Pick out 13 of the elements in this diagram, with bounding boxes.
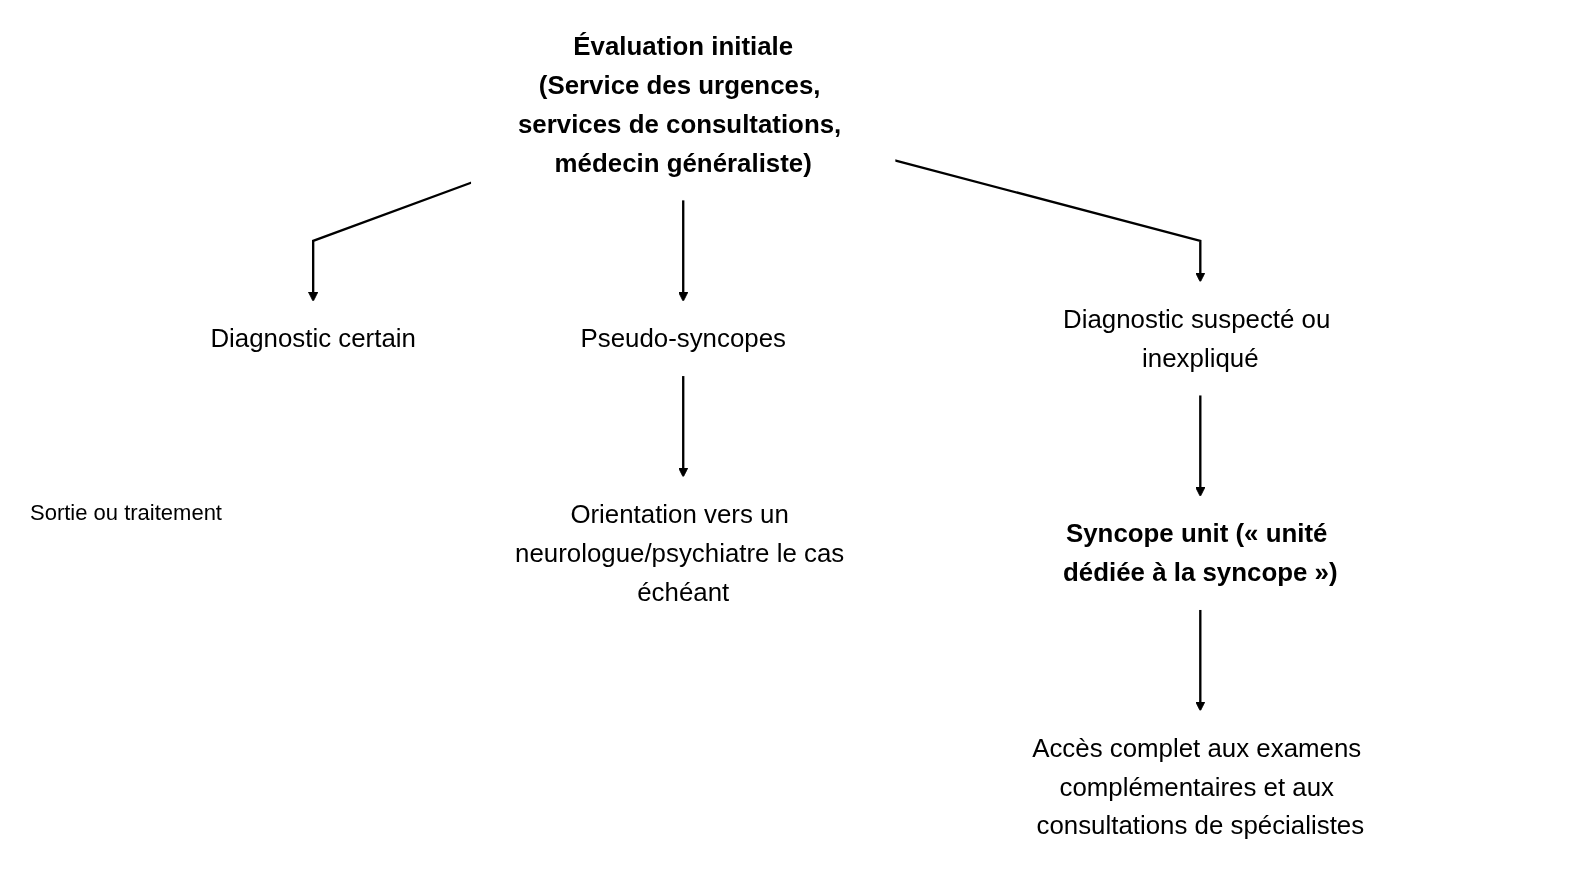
arrow bbox=[1195, 394, 1206, 497]
node-text: Accès complet aux examens complémentaires et aux consultations de spécialistes bbox=[1032, 733, 1365, 841]
node-text: Syncope unit (« unité dédiée à la syncope ») bbox=[1063, 518, 1338, 588]
arrow bbox=[1195, 609, 1206, 712]
node-text: Orientation vers un neurologue/psychiatre le cas échéant bbox=[515, 499, 845, 607]
arrow bbox=[678, 375, 689, 478]
node-text: Évaluation initiale (Service des urgences, services de consultations, médecin généraliste) bbox=[517, 31, 842, 178]
node-text: Pseudo-syncopes bbox=[580, 323, 786, 354]
node-text: Diagnostic certain bbox=[210, 323, 416, 354]
node-text: Diagnostic suspecté ou inexpliqué bbox=[1063, 304, 1331, 373]
arrow bbox=[678, 199, 689, 302]
arrow bbox=[894, 159, 1206, 283]
note-text: Sortie ou traitement bbox=[30, 500, 222, 526]
